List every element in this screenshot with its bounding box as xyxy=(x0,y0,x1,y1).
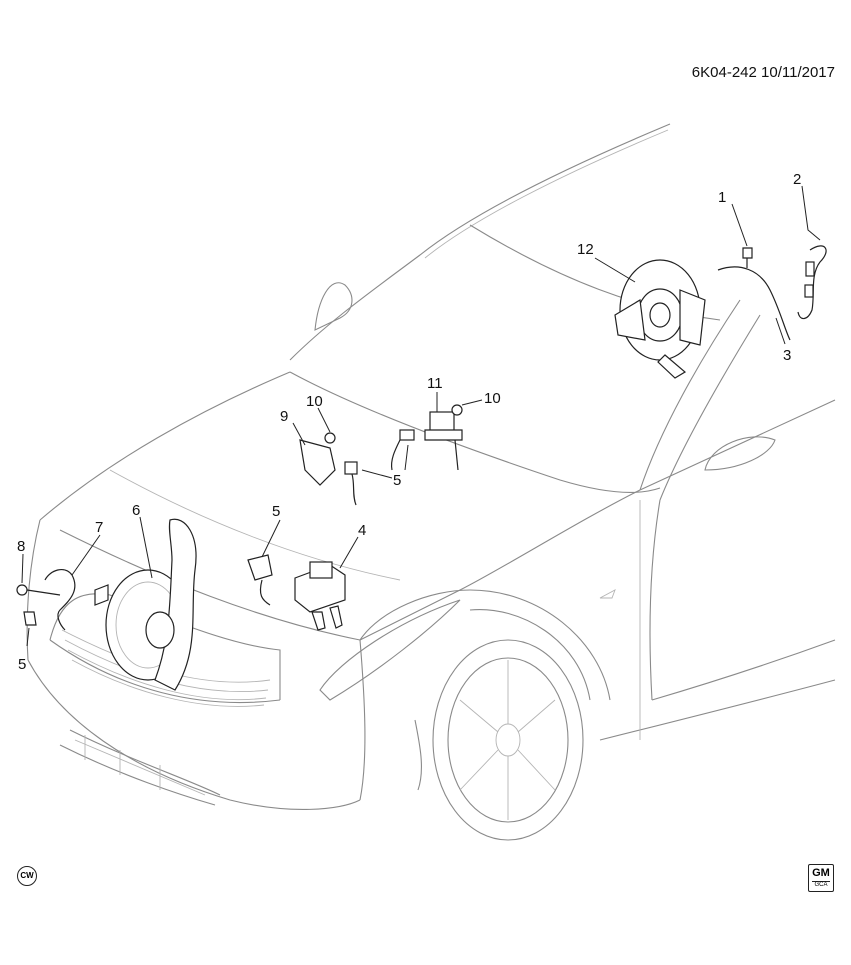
cw-circle-icon: CW xyxy=(17,866,37,886)
gm-logo-text: GM xyxy=(812,867,830,879)
part-7-wss xyxy=(44,568,109,631)
part-8-bolt xyxy=(16,584,61,596)
callout-8: 8 xyxy=(17,538,25,555)
cw-label: CW xyxy=(20,871,34,880)
part-9-bracket xyxy=(299,439,358,506)
callout-5-mid: 5 xyxy=(393,472,401,489)
parts xyxy=(16,245,827,691)
gm-logo-sub: GCA xyxy=(812,881,830,889)
part-5-connector-mid xyxy=(390,429,415,471)
callout-5-left: 5 xyxy=(272,503,280,520)
gm-logo-icon: GM GCA xyxy=(808,864,834,892)
part-5-connector-far-left xyxy=(23,611,37,626)
leader-lines xyxy=(21,185,821,647)
callout-10-left: 10 xyxy=(306,393,323,410)
callout-2: 2 xyxy=(793,171,801,188)
part-10-nut-right xyxy=(451,404,463,416)
callout-7: 7 xyxy=(95,519,103,536)
car-outline xyxy=(26,123,836,841)
part-4-abs-module xyxy=(294,561,346,631)
callout-11: 11 xyxy=(427,375,443,392)
document-date: 10/11/2017 xyxy=(761,64,835,81)
callout-6: 6 xyxy=(132,502,140,519)
callout-10-right: 10 xyxy=(484,390,501,407)
callout-labels: 1 2 3 4 5 5 5 6 7 8 9 10 10 11 12 xyxy=(17,171,801,673)
callout-1: 1 xyxy=(718,189,726,206)
part-2-harness xyxy=(797,245,827,320)
callout-3: 3 xyxy=(783,347,791,364)
part-1-bolt xyxy=(742,247,753,268)
part-10-nut-left xyxy=(324,432,336,444)
callout-9: 9 xyxy=(280,408,288,425)
callout-5-far-left: 5 xyxy=(18,656,26,673)
part-5-connector-left xyxy=(247,554,273,606)
part-11-sensor xyxy=(424,411,463,471)
document-id: 6K04-242 xyxy=(691,64,757,81)
callout-4: 4 xyxy=(358,522,366,539)
part-3-harness xyxy=(717,266,791,341)
part-6-front-knuckle xyxy=(105,518,197,691)
part-12-knuckle xyxy=(614,259,706,379)
document-id-date: 6K04-242 10/11/2017 xyxy=(640,64,835,81)
callout-12: 12 xyxy=(577,241,594,258)
